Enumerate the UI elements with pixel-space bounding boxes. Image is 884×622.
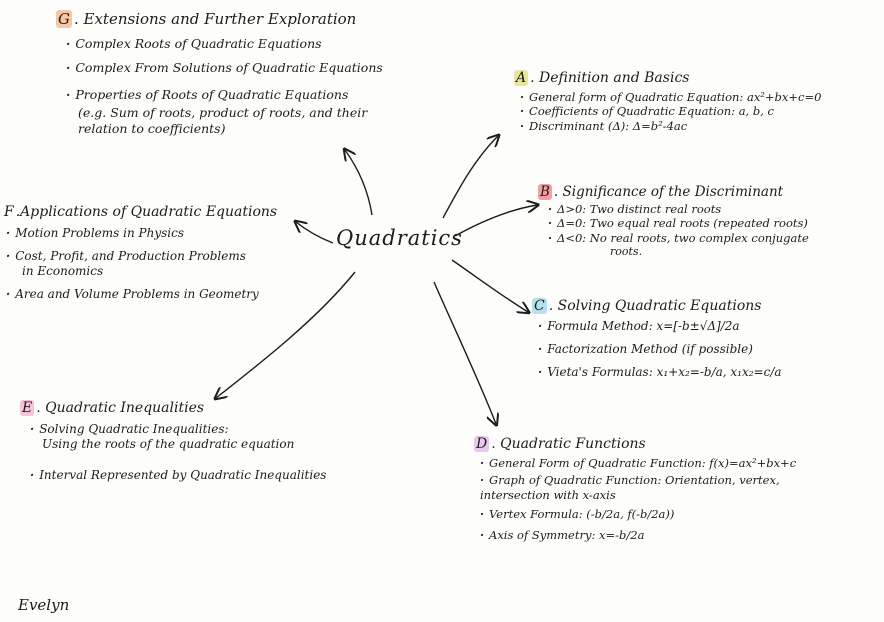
list-item: Factorization Method (if possible) bbox=[538, 342, 782, 357]
list-item: Δ=0: Two equal real roots (repeated root… bbox=[548, 216, 809, 230]
list-item: Vieta's Formulas: x₁+x₂=-b/a, x₁x₂=c/a bbox=[538, 365, 781, 380]
list-item: Discriminant (Δ): Δ=b²-4ac bbox=[520, 119, 821, 133]
list-item: Complex From Solutions of Quadratic Equa… bbox=[66, 60, 382, 76]
section-g: G. Extensions and Further Exploration bbox=[56, 10, 356, 28]
section-b-title: B. Significance of the Discriminant bbox=[538, 184, 784, 200]
section-f-letter: F bbox=[4, 204, 14, 220]
section-b: B. Significance of the Discriminant Δ>0:… bbox=[538, 184, 809, 259]
section-d: D. Quadratic Functions General Form of Q… bbox=[474, 436, 796, 542]
arrow-to-b bbox=[454, 205, 537, 237]
list-note: (e.g. Sum of roots, product of roots, an… bbox=[78, 104, 368, 120]
section-b-letter: B bbox=[538, 184, 552, 200]
arrow-to-a bbox=[442, 136, 498, 219]
list-item-continuation: intersection with x-axis bbox=[480, 487, 616, 502]
list-item: General form of Quadratic Equation: ax²+… bbox=[520, 90, 821, 104]
list-item: Cost, Profit, and Production Problems bbox=[6, 249, 277, 264]
section-c-letter: C bbox=[532, 298, 547, 314]
signature: Evelyn bbox=[18, 596, 70, 614]
section-e-letter: E bbox=[20, 400, 35, 416]
section-f-title: F.Applications of Quadratic Equations bbox=[4, 204, 278, 220]
list-item: Δ<0: No real roots, two complex conjugat… bbox=[548, 231, 809, 245]
list-item: Interval Represented by Quadratic Inequa… bbox=[30, 468, 326, 483]
arrow-to-d bbox=[433, 281, 496, 424]
section-f: F.Applications of Quadratic Equations Mo… bbox=[4, 204, 277, 302]
section-a: A. Definition and Basics General form of… bbox=[514, 70, 821, 133]
list-item: Vertex Formula: (-b/2a, f(-b/2a)) bbox=[480, 507, 796, 521]
arrow-to-f bbox=[296, 222, 334, 244]
list-item: Motion Problems in Physics bbox=[6, 226, 277, 241]
list-item-continuation: Using the roots of the quadratic equatio… bbox=[42, 437, 295, 451]
section-c-title: C. Solving Quadratic Equations bbox=[532, 298, 762, 314]
section-a-letter: A bbox=[514, 70, 529, 86]
section-g-title: G. Extensions and Further Exploration bbox=[56, 10, 357, 28]
section-a-title: A. Definition and Basics bbox=[514, 70, 690, 86]
section-c: C. Solving Quadratic Equations Formula M… bbox=[532, 298, 782, 380]
list-item: Axis of Symmetry: x=-b/2a bbox=[480, 528, 796, 542]
center-node: Quadratics bbox=[336, 226, 463, 250]
list-item-continuation: in Economics bbox=[22, 264, 104, 278]
section-e: E. Quadratic Inequalities Solving Quadra… bbox=[20, 400, 326, 483]
list-item: Complex Roots of Quadratic Equations bbox=[66, 36, 383, 52]
list-note: relation to coefficients) bbox=[78, 120, 226, 136]
section-d-letter: D bbox=[474, 436, 490, 452]
section-e-title: E. Quadratic Inequalities bbox=[20, 400, 205, 416]
section-d-title: D. Quadratic Functions bbox=[474, 436, 646, 452]
arrow-to-g bbox=[345, 150, 373, 216]
list-item: Area and Volume Problems in Geometry bbox=[6, 287, 277, 302]
section-g-letter: G bbox=[56, 10, 72, 28]
list-item-continuation: roots. bbox=[610, 245, 643, 259]
list-item: Coefficients of Quadratic Equation: a, b… bbox=[520, 104, 821, 118]
list-item: Formula Method: x=[-b±√Δ]/2a bbox=[538, 319, 782, 334]
section-g-items: Complex Roots of Quadratic Equations Com… bbox=[66, 36, 383, 136]
list-item: Solving Quadratic Inequalities: bbox=[30, 422, 326, 437]
list-item: Graph of Quadratic Function: Orientation… bbox=[480, 473, 796, 487]
list-item: General Form of Quadratic Function: f(x)… bbox=[480, 456, 796, 470]
arrow-to-c bbox=[451, 259, 528, 312]
arrow-to-e bbox=[216, 271, 356, 398]
list-item: Δ>0: Two distinct real roots bbox=[548, 202, 809, 216]
list-item: Properties of Roots of Quadratic Equatio… bbox=[66, 87, 383, 103]
